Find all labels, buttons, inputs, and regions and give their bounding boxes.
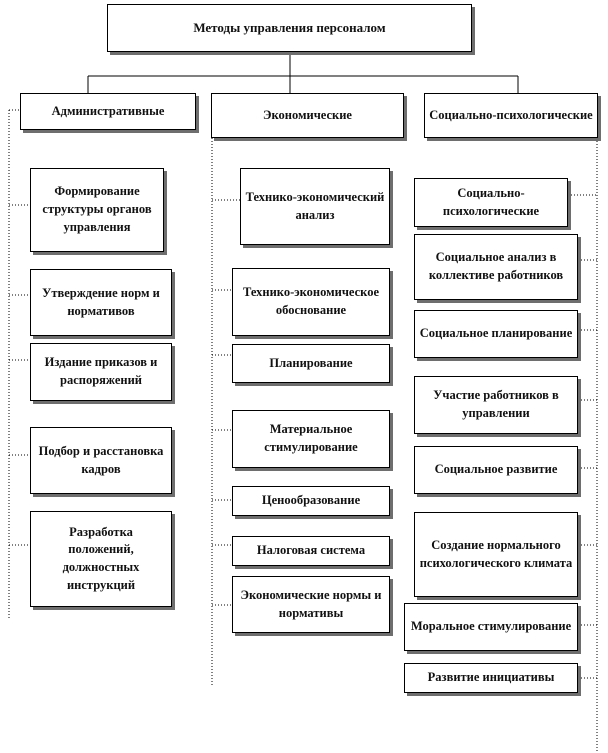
social-item-socio-psych: Социально-психологические xyxy=(414,178,568,227)
econ-item-justification: Технико-экономическое обоснование xyxy=(232,268,390,336)
item-label: Планирование xyxy=(269,355,353,370)
item-label: Социально-психологические xyxy=(442,185,540,218)
admin-item-structure: Формирование структуры органов управлени… xyxy=(30,168,164,252)
item-label: Подбор и расстановка кадров xyxy=(38,443,164,476)
root-label: Методы управления персоналом xyxy=(193,19,386,35)
item-label: Налоговая система xyxy=(256,543,366,558)
admin-item-norms: Утверждение норм и нормативов xyxy=(30,269,172,336)
item-label: Технико-экономический анализ xyxy=(245,189,385,222)
item-label: Формирование структуры органов управлени… xyxy=(42,184,152,234)
social-item-climate: Создание нормального психологического кл… xyxy=(414,512,578,597)
social-item-moral-incentives: Моральное стимулирование xyxy=(404,603,578,651)
econ-item-planning: Планирование xyxy=(232,344,390,383)
item-label: Социальное планирование xyxy=(419,326,573,341)
econ-item-analysis: Технико-экономический анализ xyxy=(240,168,390,245)
column-header-socio-psychological: Социально-психологические xyxy=(424,93,598,138)
econ-item-tax-system: Налоговая система xyxy=(232,536,390,566)
social-item-development: Социальное развитие xyxy=(414,446,578,494)
item-label: Ценообразование xyxy=(261,493,361,508)
item-label: Издание приказов и распоряжений xyxy=(44,355,158,387)
root-box: Методы управления персоналом xyxy=(107,4,472,52)
item-label: Разработка положений, должностных инстру… xyxy=(62,524,140,592)
item-label: Участие работников в управлении xyxy=(433,388,559,420)
social-item-participation: Участие работников в управлении xyxy=(414,376,578,434)
column-header-economic: Экономические xyxy=(211,93,404,138)
item-label: Развитие инициативы xyxy=(427,670,555,685)
item-label: Создание нормального психологического кл… xyxy=(419,537,573,570)
admin-item-orders: Издание приказов и распоряжений xyxy=(30,343,172,401)
econ-item-economic-norms: Экономические нормы и нормативы xyxy=(232,576,390,633)
econ-item-pricing: Ценообразование xyxy=(232,486,390,516)
item-label: Технико-экономическое обоснование xyxy=(242,285,380,317)
admin-item-instructions: Разработка положений, должностных инстру… xyxy=(30,511,172,607)
admin-item-staffing: Подбор и расстановка кадров xyxy=(30,427,172,494)
item-label: Экономические нормы и нормативы xyxy=(240,587,382,620)
item-label: Утверждение норм и нормативов xyxy=(42,285,160,318)
item-label: Социальное анализ в коллективе работнико… xyxy=(428,250,564,282)
column-title: Социально-психологические xyxy=(429,107,593,122)
econ-item-material-incentives: Материальное стимулирование xyxy=(232,410,390,468)
column-header-administrative: Административные xyxy=(20,93,196,130)
item-label: Моральное стимулирование xyxy=(410,619,572,634)
column-title: Административные xyxy=(51,103,165,118)
item-label: Социальное развитие xyxy=(434,462,558,477)
column-title: Экономические xyxy=(263,107,352,122)
social-item-analysis: Социальное анализ в коллективе работнико… xyxy=(414,234,578,300)
item-label: Материальное стимулирование xyxy=(264,422,358,454)
social-item-planning: Социальное планирование xyxy=(414,310,578,358)
social-item-initiative: Развитие инициативы xyxy=(404,663,578,693)
